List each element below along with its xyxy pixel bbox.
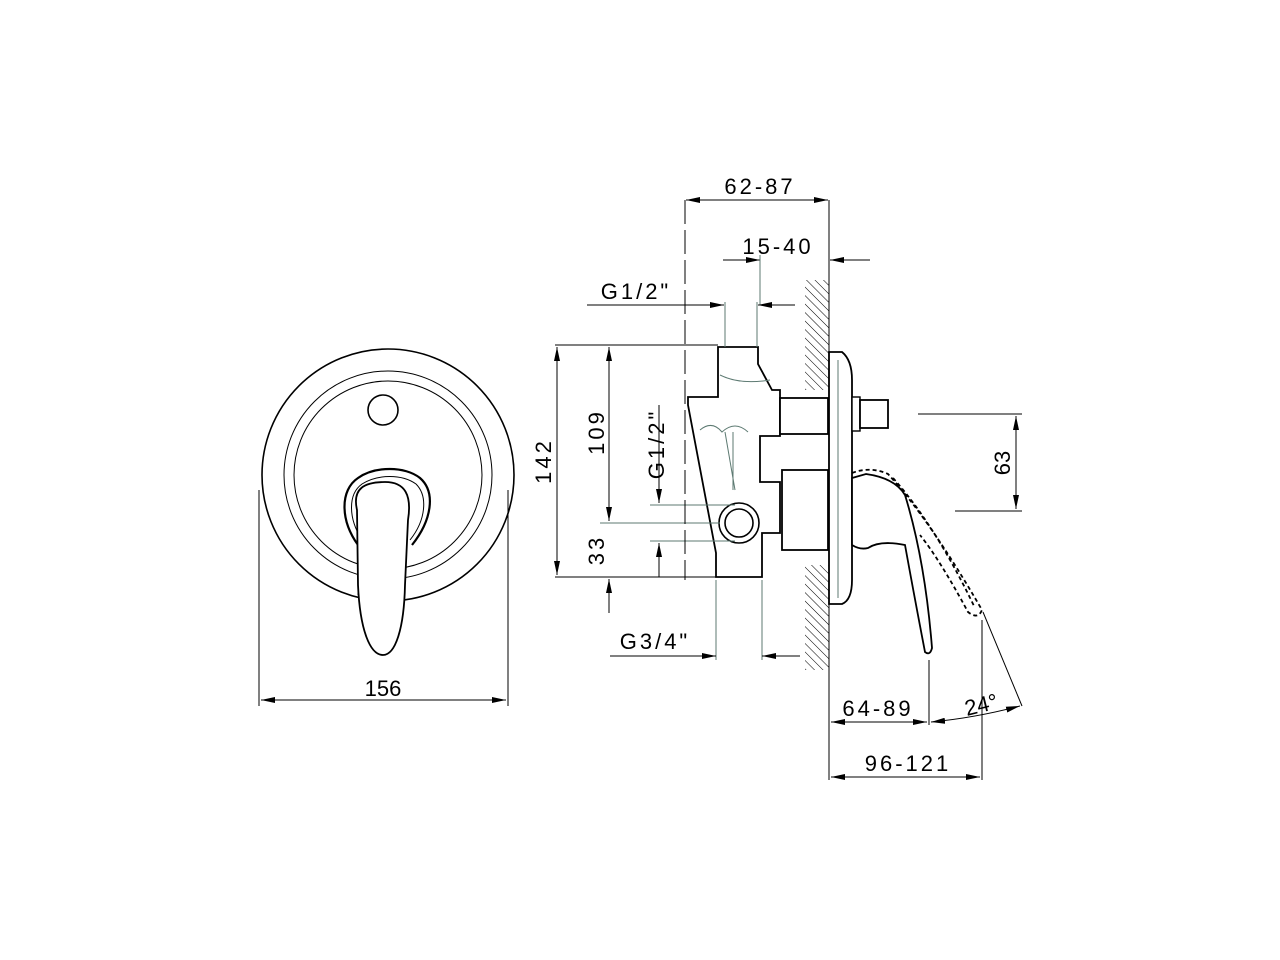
front-view: 156 (258, 348, 515, 706)
cover-plate-side (828, 351, 853, 605)
dim-96-121: 96-121 (865, 751, 952, 776)
dim-33: 33 (584, 535, 609, 565)
width-dimension-label: 156 (365, 676, 402, 701)
dim-15-40: 15-40 (742, 234, 813, 259)
wall-section-top (805, 280, 829, 390)
lever-base-ring (343, 468, 431, 546)
diverter-knob-icon (367, 394, 399, 426)
dim-g3-4-inlet: G3/4" (620, 629, 691, 654)
dim-64-89: 64-89 (842, 696, 913, 721)
lever-rotated-outline (851, 468, 983, 617)
lever-handle (355, 481, 410, 656)
dim-63: 63 (990, 451, 1015, 475)
wall-section-bottom (805, 565, 829, 670)
dim-109: 109 (584, 409, 609, 455)
lever-handle-side (851, 473, 933, 655)
side-view: 62-87 15-40 G1/2" 142 109 33 G1/2" G3/4"… (531, 174, 1023, 780)
dim-142: 142 (531, 438, 556, 484)
dim-angle-24: 24° (962, 689, 1000, 721)
dim-62-87: 62-87 (724, 174, 795, 199)
diverter-stem (859, 399, 889, 429)
valve-body (687, 346, 781, 578)
dim-g1-2-outlet: G1/2" (644, 409, 669, 480)
dim-g1-2-inlet: G1/2" (601, 279, 672, 304)
